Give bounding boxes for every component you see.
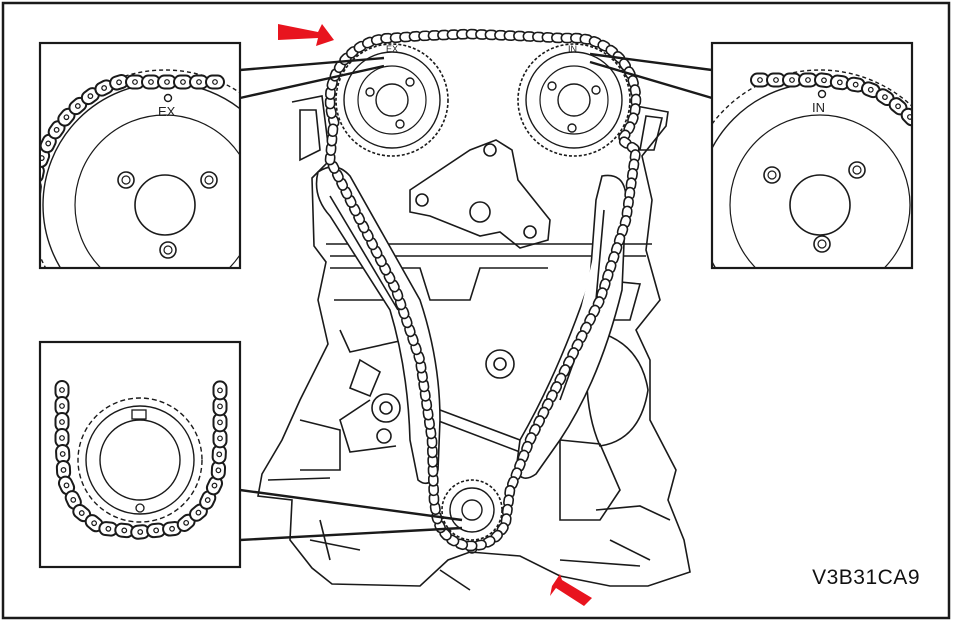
tensioner-assembly [339, 349, 521, 453]
intake-mark-inset: IN [710, 41, 914, 270]
engine-block [257, 95, 691, 591]
top-arrow-icon [278, 24, 334, 46]
svg-text:EX: EX [386, 44, 398, 54]
exhaust-cam-sprocket: EX [335, 43, 449, 157]
front-bracket [409, 139, 551, 249]
crankshaft-mark-inset [38, 340, 242, 569]
chain-link [212, 380, 228, 401]
intake-mark-label: IN [812, 100, 825, 115]
bottom-arrow-icon [550, 574, 592, 606]
leader-lines [239, 52, 713, 542]
figure-code: V3B31CA9 [812, 566, 920, 589]
chain-link [204, 74, 225, 90]
chain-link [327, 123, 339, 138]
crankshaft-sprocket [441, 479, 503, 554]
timing-mark-arrows [278, 24, 592, 606]
exhaust-mark-inset: EX [38, 41, 242, 270]
intake-cam-sprocket: IN [517, 43, 631, 157]
exhaust-mark-label: EX [158, 104, 176, 119]
svg-text:IN: IN [568, 44, 577, 54]
